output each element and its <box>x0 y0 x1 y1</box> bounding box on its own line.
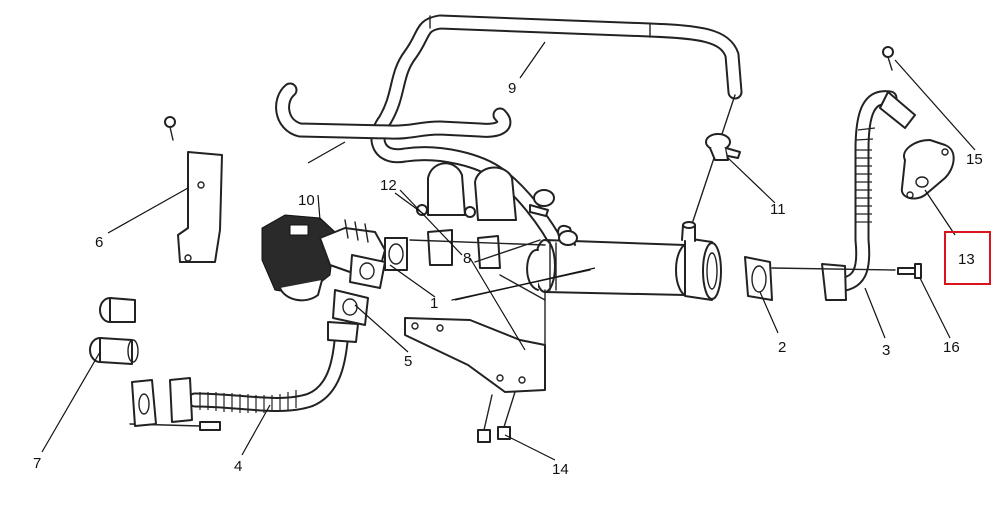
hose-9-routing-line <box>689 94 736 231</box>
part-13-gasket[interactable] <box>900 139 955 200</box>
callout-11[interactable]: 11 <box>770 201 786 218</box>
part-3-outlet-pipe[interactable] <box>821 90 916 301</box>
assembly-axis-line <box>409 239 546 246</box>
part-14-bolts[interactable] <box>477 391 516 443</box>
callout-16[interactable]: 16 <box>943 339 960 356</box>
callout-1[interactable]: 1 <box>430 295 438 312</box>
callout-2[interactable]: 2 <box>778 339 786 356</box>
callout-9[interactable]: 9 <box>508 80 516 97</box>
part-10-egr-valve[interactable] <box>261 214 408 302</box>
part-4-flange-gasket[interactable] <box>131 379 157 427</box>
callout-12[interactable]: 12 <box>380 177 397 194</box>
part-2-gasket[interactable] <box>744 256 773 301</box>
leader-lines <box>41 41 976 461</box>
pipe-3-corrugations <box>855 127 876 223</box>
part-4-flex-pipe[interactable] <box>129 321 359 431</box>
assembly-axis-line-right <box>771 267 896 271</box>
part-8-mount-bracket[interactable] <box>404 239 546 393</box>
callout-7[interactable]: 7 <box>33 455 41 472</box>
part-10-hose[interactable] <box>275 82 512 140</box>
callout-3[interactable]: 3 <box>882 342 890 359</box>
callout-14[interactable]: 14 <box>552 461 569 478</box>
hose-clamp-small[interactable] <box>529 189 578 246</box>
part-16-bolt[interactable] <box>897 263 922 279</box>
callout-8[interactable]: 8 <box>463 250 471 267</box>
callout-15[interactable]: 15 <box>966 151 983 168</box>
part-11-clamp[interactable] <box>705 133 741 161</box>
callout-6[interactable]: 6 <box>95 234 103 251</box>
part-15-bolt[interactable] <box>882 46 894 71</box>
part-12-clamps[interactable] <box>416 162 517 269</box>
part-6-bracket[interactable] <box>164 116 223 263</box>
pipe-4-corrugations <box>199 390 297 413</box>
part-5-flange-gasket[interactable] <box>332 254 386 326</box>
part-7-clamp-sleeves[interactable] <box>89 297 139 365</box>
callout-10[interactable]: 10 <box>298 192 315 209</box>
callout-13[interactable]: 13 <box>958 251 975 268</box>
callout-13-highlight-box <box>944 231 991 285</box>
callout-4[interactable]: 4 <box>234 458 242 475</box>
callout-5[interactable]: 5 <box>404 353 412 370</box>
